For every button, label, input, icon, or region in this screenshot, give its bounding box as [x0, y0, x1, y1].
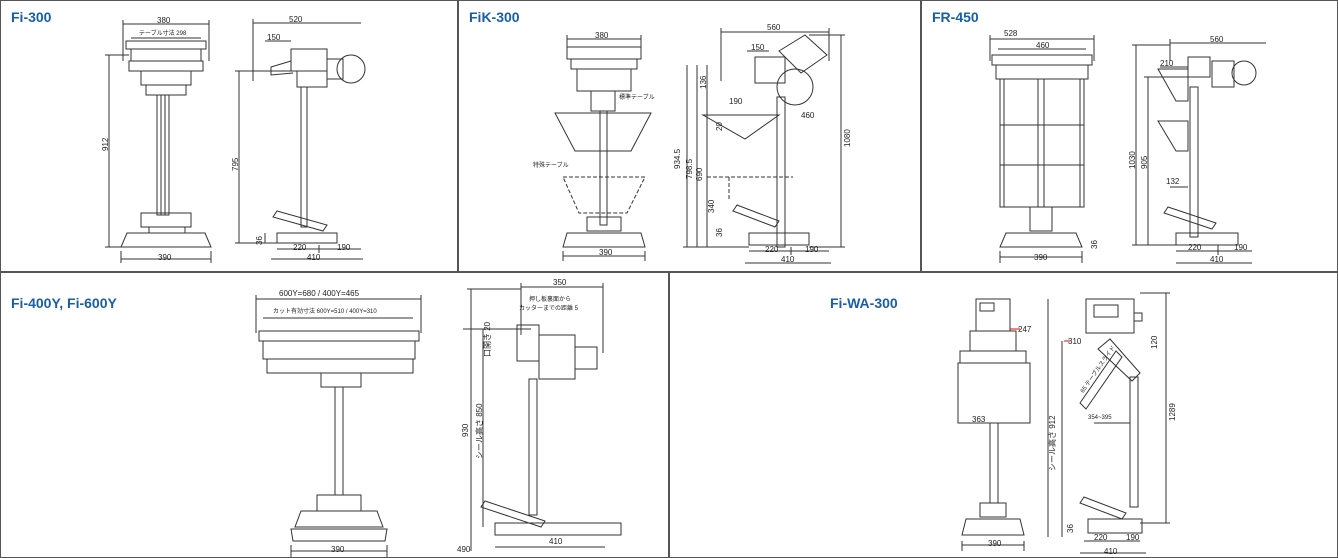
dim-36: 36 [715, 228, 724, 237]
panel-title: FiK-300 [469, 9, 520, 25]
dim-380: 380 [595, 31, 609, 40]
dim-20: 20 [715, 122, 724, 131]
dim-132: 132 [1166, 177, 1180, 186]
dim-912: 912 [101, 137, 110, 151]
fiwa300-drawing [670, 273, 1338, 558]
dim-seal: シール高さ 850 [475, 403, 484, 459]
dim-690: 690 [695, 167, 704, 181]
dim-table: テーブル寸法 298 [139, 31, 187, 37]
panel-fik300: FiK-300 380 [458, 0, 921, 272]
dim-363: 363 [972, 415, 986, 424]
dim-340: 340 [707, 199, 716, 213]
panel-fi300: Fi-300 380 テーブル寸法 298 91 [0, 0, 458, 272]
dim-390: 390 [599, 248, 613, 257]
dim-560: 560 [1210, 35, 1224, 44]
panel-title: Fi-300 [11, 9, 52, 25]
dim-width: 600Y=680 / 400Y=465 [279, 289, 360, 298]
fik300-drawing [459, 1, 921, 272]
dim-220: 220 [765, 245, 779, 254]
dim-36: 36 [1066, 524, 1075, 533]
dim-490-value: 490 [457, 545, 471, 554]
dim-380: 380 [157, 16, 171, 25]
dim-247: 247 [1018, 325, 1032, 334]
dim-220: 220 [293, 243, 307, 252]
dim-528: 528 [1004, 29, 1018, 38]
dim-795: 795 [231, 157, 240, 171]
dim-410: 410 [1210, 255, 1224, 264]
dim-210: 210 [1160, 59, 1174, 68]
fr450-drawing [922, 1, 1338, 272]
panel-fiwa300: Fi-WA-300 [669, 272, 1338, 558]
panel-fr450: FR-450 528 460 39 [921, 0, 1338, 272]
dim-136: 136 [699, 75, 708, 89]
dim-460: 460 [1036, 41, 1050, 50]
dim-934: 934.5 [673, 148, 682, 169]
dim-190: 190 [337, 243, 351, 252]
dim-310: 310 [1068, 337, 1082, 346]
dim-1080: 1080 [843, 129, 852, 147]
dim-390: 390 [331, 545, 345, 554]
opt-table-label: 特殊テーブル [533, 163, 569, 169]
dim-390: 390 [1034, 253, 1048, 262]
note-line2: カッターまでの距離 5 [519, 306, 579, 312]
dim-1030: 1030 [1128, 151, 1137, 169]
dim-410: 410 [781, 255, 795, 264]
dim-1289: 1289 [1168, 403, 1177, 421]
dim-190: 190 [805, 245, 819, 254]
dim-460: 460 [801, 111, 815, 120]
dim-798: 798.5 [685, 158, 694, 179]
dim-150: 150 [751, 43, 765, 52]
dim-150: 150 [267, 33, 281, 42]
dim-range: 354~395 [1088, 415, 1112, 421]
note-line1: 押し板裏面から [529, 297, 572, 303]
dim-390: 390 [988, 539, 1002, 548]
dim-36: 36 [1090, 240, 1099, 249]
dim-36: 36 [255, 236, 264, 245]
dim-cut: カット有効寸法 600Y=510 / 400Y=310 [273, 309, 377, 315]
dim-220: 220 [1094, 533, 1108, 542]
dim-930: 930 [461, 423, 470, 437]
dim-410: 410 [549, 537, 563, 546]
panel-fi400y: Fi-400Y, Fi-600Y 600Y=680 / 400Y=465 カット… [0, 272, 669, 558]
dim-220: 220 [1188, 243, 1202, 252]
panel-title: Fi-WA-300 [830, 295, 898, 311]
fi400y-drawing [1, 273, 669, 558]
dim-open: 口開き 20 [483, 321, 492, 357]
fi300-drawing [1, 1, 458, 272]
dim-190: 190 [729, 97, 743, 106]
dim-120: 120 [1150, 335, 1159, 349]
dim-seal: シール高さ 912 [1048, 415, 1057, 471]
panel-title: FR-450 [932, 9, 979, 25]
dim-190: 190 [1234, 243, 1248, 252]
dim-190: 190 [1126, 533, 1140, 542]
dim-410: 410 [1104, 547, 1118, 556]
dim-560: 560 [767, 23, 781, 32]
dim-520: 520 [289, 15, 303, 24]
dim-410: 410 [307, 253, 321, 262]
panel-title: Fi-400Y, Fi-600Y [11, 295, 117, 311]
dim-905: 905 [1140, 155, 1149, 169]
dim-350: 350 [553, 278, 567, 287]
dim-390: 390 [158, 253, 172, 262]
std-table-label: 標準テーブル [619, 95, 655, 101]
